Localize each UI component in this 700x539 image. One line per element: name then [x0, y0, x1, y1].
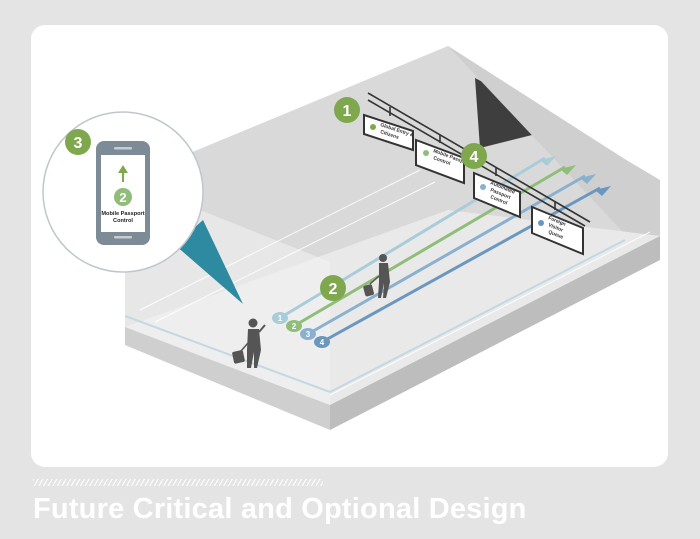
floor-tiles: [139, 169, 651, 396]
phone-label-line2: Control: [113, 218, 133, 224]
lane-number-4: 4: [320, 338, 325, 347]
lane-number-markers: 1 2 3 4: [272, 312, 330, 348]
traveler-with-suitcase-far: [363, 254, 390, 298]
lane-number-3: 3: [306, 330, 311, 339]
lane-marker-2: [286, 320, 302, 332]
phone-speaker: [114, 147, 132, 150]
sign-2-line2: Control: [432, 155, 451, 167]
overhead-sign-4: Foreign Visitor Queue: [531, 205, 584, 256]
lane-line-4: [321, 186, 601, 344]
lane-marker-4: [314, 336, 330, 348]
step-badge-2: 2: [320, 275, 346, 301]
svg-text:4: 4: [470, 149, 479, 166]
lane-arrow-4: [595, 186, 611, 196]
sign-4-line2: Visitor: [547, 222, 564, 233]
floor-edge-right: [330, 236, 660, 430]
traveler-with-phone-near: [232, 318, 266, 368]
lane-line-3: [307, 174, 586, 336]
step-badge-3: 3: [65, 129, 91, 155]
phone-illustration: 2 Mobile Passport Control: [96, 141, 150, 245]
lane-marker-3: [300, 328, 316, 340]
lane-arrow-1: [540, 156, 556, 166]
phone-label-line1: Mobile Passport: [101, 211, 144, 217]
phone-step-number: 2: [119, 190, 126, 205]
sign-1-line2: Citizens: [379, 129, 399, 141]
phone-home-bar: [114, 236, 132, 239]
up-arrow-head-icon: [118, 165, 128, 173]
callout-pointer: [175, 220, 243, 304]
lane-arrow-3: [580, 174, 596, 184]
caption-hatch-decoration: [33, 479, 323, 486]
sign-4-line3: Queue: [547, 229, 564, 240]
floor-edge-left: [125, 327, 330, 430]
lane-number-2: 2: [292, 322, 297, 331]
svg-text:2: 2: [329, 281, 338, 298]
svg-text:1: 1: [343, 103, 352, 120]
step-badge-4: 4: [461, 143, 487, 169]
lane-arrow-2: [560, 165, 576, 175]
lane-number-1: 1: [278, 314, 283, 323]
svg-text:3: 3: [74, 135, 83, 152]
step-badge-1: 1: [334, 97, 360, 123]
lane-marker-1: [272, 312, 288, 324]
page-caption: Future Critical and Optional Design: [33, 493, 527, 525]
phone-step-badge: [114, 188, 132, 206]
